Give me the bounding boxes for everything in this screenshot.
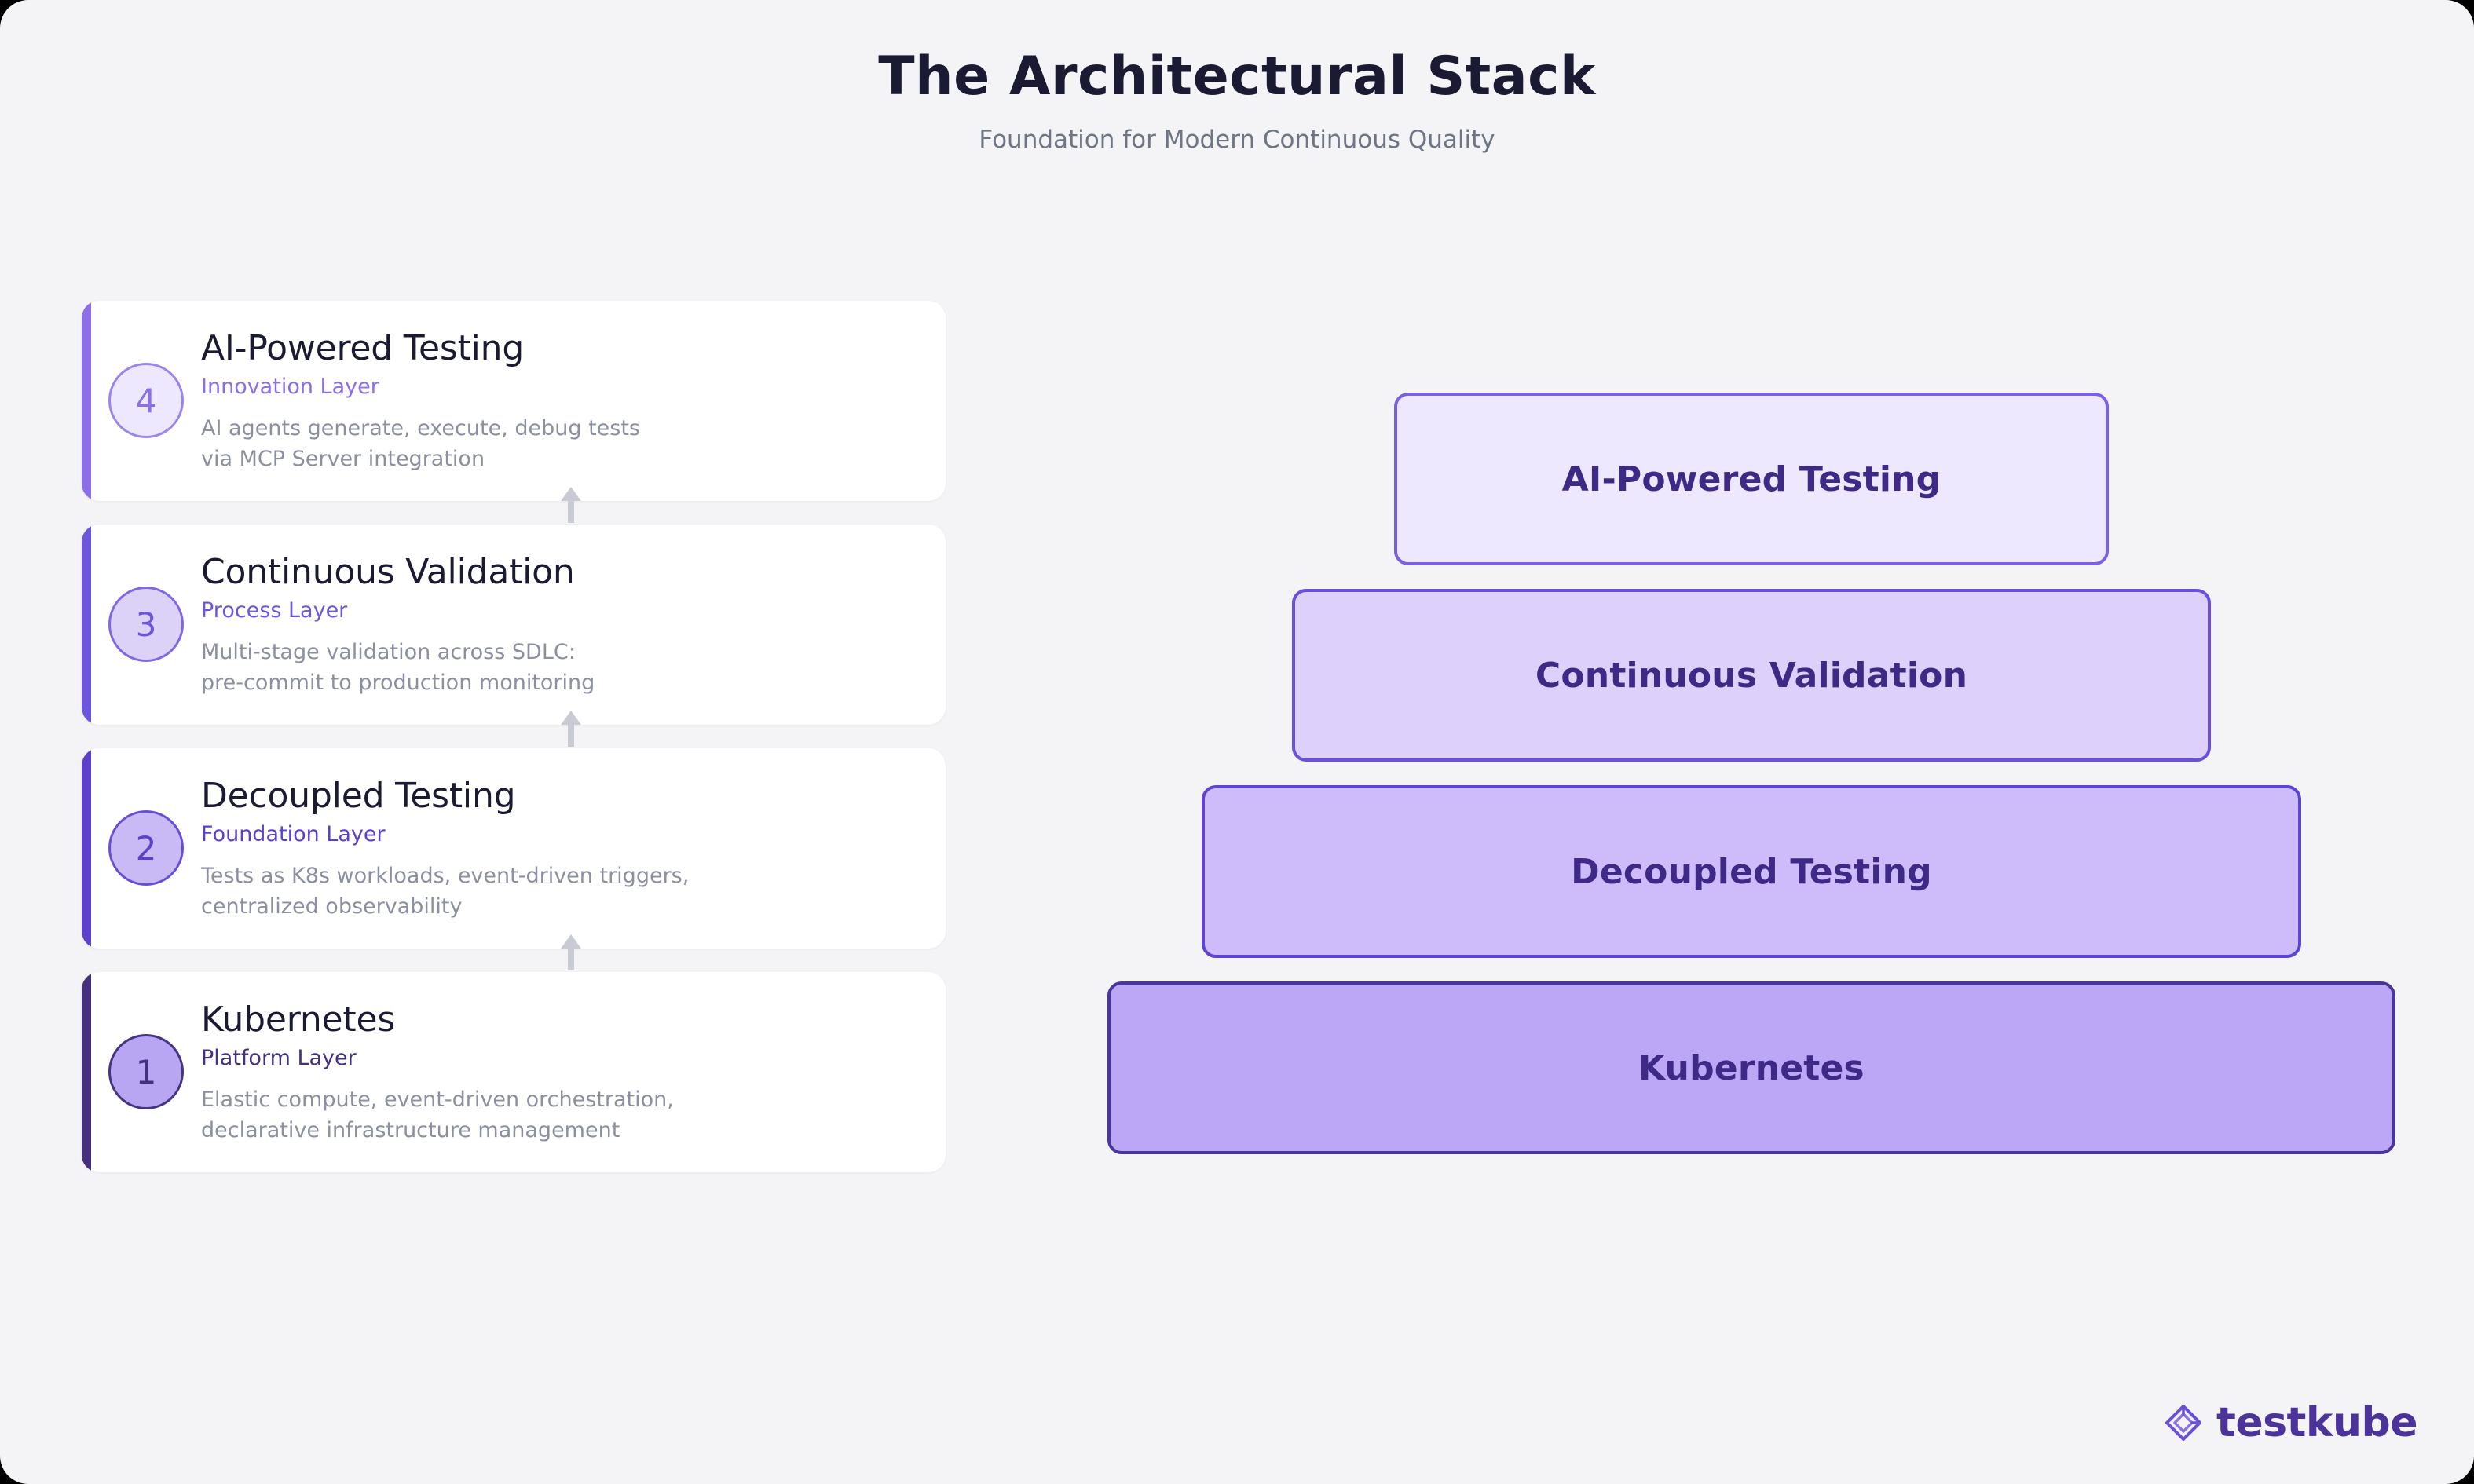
pyramid-tier-label: Continuous Validation <box>1535 655 1968 696</box>
accent-bar-4 <box>82 301 91 501</box>
card-layer-label-1: Platform Layer <box>201 1046 357 1071</box>
page-subtitle: Foundation for Modern Continuous Quality <box>979 126 1495 155</box>
card-description-2: Tests as K8s workloads, event-driven tri… <box>201 864 690 919</box>
header: The Architectural Stack Foundation for M… <box>0 46 2474 155</box>
brand-logo: testkube <box>2163 1399 2418 1446</box>
pyramid-tier-ai-powered-testing[interactable]: AI-Powered Testing <box>1394 393 2109 565</box>
accent-bar-2 <box>82 747 91 949</box>
brand-wordmark: testkube <box>2216 1399 2418 1446</box>
layer-card-3[interactable]: 3 Continuous Validation Process Layer Mu… <box>82 524 946 725</box>
arrow-up-icon <box>561 934 581 970</box>
testkube-diamond-icon <box>2165 1405 2201 1441</box>
connector-3-to-4 <box>82 486 946 523</box>
card-title-2: Decoupled Testing <box>201 775 516 816</box>
layer-card-2[interactable]: 2 Decoupled Testing Foundation Layer Tes… <box>82 747 946 949</box>
card-description-3: Multi-stage validation across SDLC: pre-… <box>201 640 595 695</box>
step-number-badge-1: 1 <box>108 1034 184 1110</box>
step-number-badge-4: 4 <box>108 363 184 439</box>
page-title: The Architectural Stack <box>878 46 1596 108</box>
step-number-wrap-1: 1 <box>82 1034 201 1110</box>
pyramid-tier-label: Kubernetes <box>1638 1047 1865 1088</box>
arrow-up-icon <box>561 710 581 747</box>
layer-card-list: 4 AI-Powered Testing Innovation Layer AI… <box>82 301 946 1180</box>
step-number-wrap-2: 2 <box>82 810 201 886</box>
accent-bar-1 <box>82 971 91 1172</box>
card-title-4: AI-Powered Testing <box>201 328 525 368</box>
step-number-wrap-3: 3 <box>82 587 201 663</box>
step-number-badge-2: 2 <box>108 810 184 886</box>
pyramid-tier-kubernetes[interactable]: Kubernetes <box>1107 981 2395 1154</box>
card-body-4: AI-Powered Testing Innovation Layer AI a… <box>201 327 922 474</box>
card-body-1: Kubernetes Platform Layer Elastic comput… <box>201 999 922 1146</box>
step-number-wrap-4: 4 <box>82 363 201 439</box>
card-description-1: Elastic compute, event-driven orchestrat… <box>201 1087 674 1142</box>
pyramid-tier-continuous-validation[interactable]: Continuous Validation <box>1292 589 2211 762</box>
card-layer-label-2: Foundation Layer <box>201 822 386 847</box>
pyramid-tier-label: Decoupled Testing <box>1571 851 1932 892</box>
layer-card-4[interactable]: 4 AI-Powered Testing Innovation Layer AI… <box>82 301 946 501</box>
card-layer-label-4: Innovation Layer <box>201 375 379 400</box>
card-description-4: AI agents generate, execute, debug tests… <box>201 416 640 471</box>
accent-bar-3 <box>82 524 91 725</box>
card-layer-label-3: Process Layer <box>201 598 348 623</box>
card-title-1: Kubernetes <box>201 999 396 1040</box>
card-body-2: Decoupled Testing Foundation Layer Tests… <box>201 775 922 922</box>
card-title-3: Continuous Validation <box>201 551 575 592</box>
connector-1-to-2 <box>82 934 946 970</box>
architecture-pyramid: AI-Powered Testing Continuous Validation… <box>1107 393 2395 1154</box>
layer-card-1[interactable]: 1 Kubernetes Platform Layer Elastic comp… <box>82 971 946 1172</box>
card-body-3: Continuous Validation Process Layer Mult… <box>201 551 922 698</box>
pyramid-tier-decoupled-testing[interactable]: Decoupled Testing <box>1202 785 2301 958</box>
connector-2-to-3 <box>82 710 946 747</box>
pyramid-tier-label: AI-Powered Testing <box>1561 459 1942 499</box>
step-number-badge-3: 3 <box>108 587 184 663</box>
arrow-up-icon <box>561 486 581 523</box>
